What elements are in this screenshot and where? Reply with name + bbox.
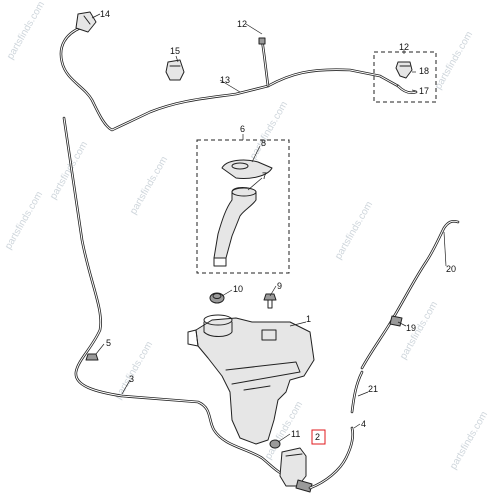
hose-clip-15 <box>165 59 185 81</box>
pump-seal-11 <box>269 439 281 449</box>
callout-11[interactable]: 11 <box>291 429 300 439</box>
grommet-10 <box>209 292 225 304</box>
watermark: partsfinds.com <box>248 100 290 162</box>
callout-9[interactable]: 9 <box>277 281 282 291</box>
callout-19[interactable]: 19 <box>406 323 416 333</box>
callout-18[interactable]: 18 <box>419 66 429 76</box>
callout-15[interactable]: 15 <box>170 46 180 56</box>
callout-4[interactable]: 4 <box>361 419 366 429</box>
watermark: partsfinds.com <box>113 340 155 402</box>
washer-hose-4 <box>308 426 355 490</box>
watermark: partsfinds.com <box>448 410 490 472</box>
washer-pump-2 <box>279 447 313 493</box>
bolt-5 <box>85 353 99 361</box>
washer-hose-upper <box>59 26 418 132</box>
callout-7[interactable]: 7 <box>262 171 267 181</box>
watermark: partsfinds.com <box>433 30 475 92</box>
callout-2[interactable]: 2 <box>315 432 320 442</box>
filler-cap-8 <box>221 159 273 179</box>
callout-6[interactable]: 6 <box>240 124 245 134</box>
hose-clip-19 <box>389 315 403 327</box>
callout-20[interactable]: 20 <box>446 264 456 274</box>
callout-14[interactable]: 14 <box>100 9 110 19</box>
callout-3[interactable]: 3 <box>129 374 134 384</box>
bolt-9 <box>263 293 277 309</box>
callout-12-top[interactable]: 12 <box>237 19 247 29</box>
watermark: partsfinds.com <box>398 300 440 362</box>
callout-2-highlight-box <box>311 429 326 445</box>
hose-clip-14 <box>75 11 97 33</box>
washer-nozzle-18 <box>395 61 413 79</box>
callout-13[interactable]: 13 <box>220 75 230 85</box>
watermark: partsfinds.com <box>128 155 170 217</box>
callout-17[interactable]: 17 <box>419 86 429 96</box>
callout-1[interactable]: 1 <box>306 314 311 324</box>
washer-hose-lower <box>62 116 294 480</box>
callout-10[interactable]: 10 <box>233 284 243 294</box>
callout-labels: 1 3 4 5 6 7 8 9 10 11 12 12 13 14 15 17 … <box>100 9 456 445</box>
watermark: partsfinds.com <box>5 0 47 61</box>
leader-lines <box>91 13 447 443</box>
callout-8[interactable]: 8 <box>261 138 266 148</box>
washer-nozzle-12 <box>258 37 266 45</box>
callout-21[interactable]: 21 <box>368 384 378 394</box>
callout-5[interactable]: 5 <box>106 338 111 348</box>
washer-reservoir-1 <box>187 314 315 445</box>
watermark: partsfinds.com <box>3 190 45 252</box>
group-box-nozzle <box>373 51 437 103</box>
washer-hose-20 <box>360 219 460 370</box>
watermark: partsfinds.com <box>333 200 375 262</box>
callout-12-box[interactable]: 12 <box>399 42 409 52</box>
filler-neck-7 <box>213 187 257 267</box>
washer-hose-21 <box>350 370 364 414</box>
